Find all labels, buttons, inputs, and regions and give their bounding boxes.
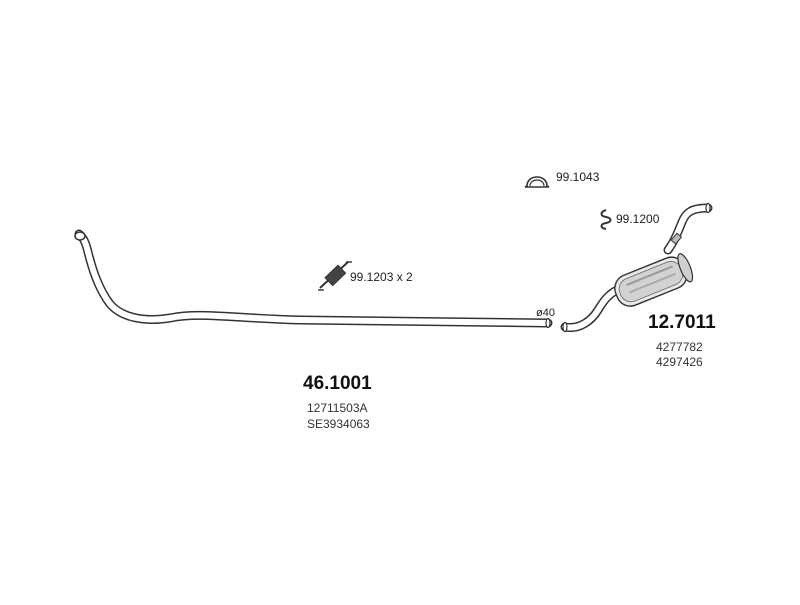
spring-part-number: 99.1200 — [616, 212, 660, 226]
clamp-part-number: 99.1043 — [556, 170, 600, 184]
clamp-icon — [524, 176, 550, 188]
front-pipe — [74, 229, 553, 329]
muffler-oem-ref-2: 4297426 — [656, 355, 703, 369]
pipe-oem-ref-2: SE3934063 — [307, 417, 370, 431]
hanger-part-number: 99.1203 x 2 — [350, 270, 413, 284]
pipe-diameter-label: ø40 — [536, 307, 555, 319]
hanger-icon — [318, 261, 352, 291]
pipe-part-number: 46.1001 — [303, 373, 372, 394]
rear-muffler — [560, 202, 713, 333]
pipe-oem-ref-1: 12711503A — [307, 401, 368, 415]
muffler-oem-ref-1: 4277782 — [656, 340, 703, 354]
spring-icon — [600, 209, 612, 230]
muffler-part-number: 12.7011 — [648, 312, 716, 333]
